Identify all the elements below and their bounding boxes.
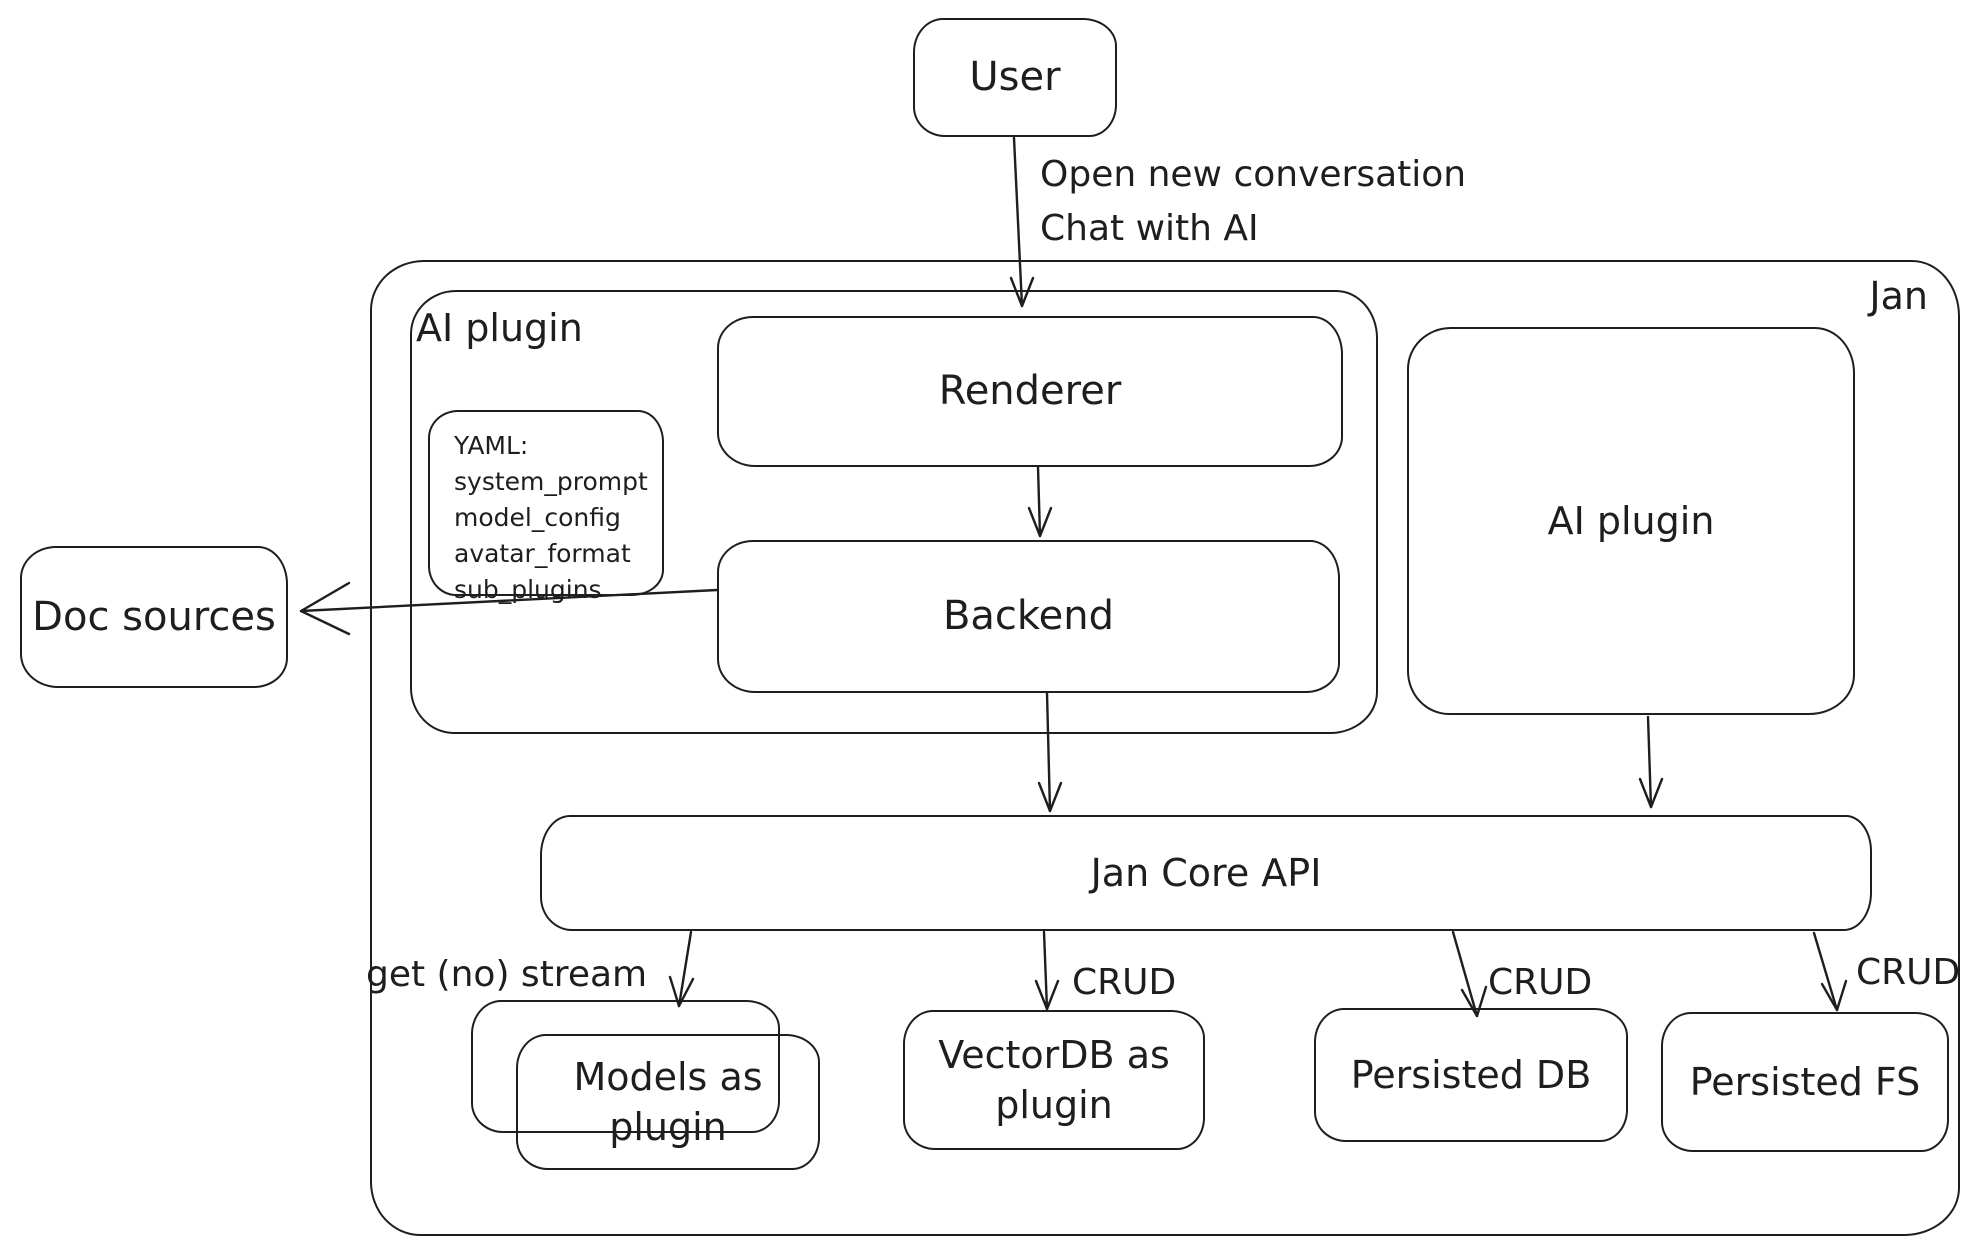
yaml-note-line: YAML: — [454, 431, 529, 460]
edge-label-crud-vectordb: CRUD — [1072, 962, 1177, 1003]
node-user-label: User — [969, 54, 1061, 101]
node-vectordb-as-plugin-label: VectorDB as plugin — [938, 1032, 1170, 1127]
ai-plugin-left-label: AI plugin — [416, 306, 583, 350]
node-backend-label: Backend — [942, 593, 1115, 640]
yaml-note: YAML: system_prompt model_config avatar_… — [428, 410, 664, 604]
node-models-as-plugin-label: Models as plugin — [573, 1054, 763, 1149]
node-persisted-db-label: Persisted DB — [1350, 1052, 1592, 1097]
node-doc-sources-label: Doc sources — [32, 593, 276, 640]
edge-label-crud-persisted-fs: CRUD — [1856, 952, 1961, 993]
yaml-note-line: model_config — [454, 503, 621, 532]
node-user: User — [913, 18, 1117, 137]
node-persisted-fs: Persisted FS — [1661, 1012, 1949, 1152]
yaml-note-line: avatar_format — [454, 539, 631, 568]
node-ai-plugin-right-label: AI plugin — [1547, 498, 1715, 543]
node-ai-plugin-right: AI plugin — [1407, 327, 1855, 715]
ai-plugin-left-container: AI plugin — [410, 290, 1378, 734]
node-backend: Backend — [717, 540, 1340, 693]
jan-container-label: Jan — [1869, 274, 1928, 318]
node-models-as-plugin: Models as plugin — [516, 1034, 820, 1170]
node-persisted-fs-label: Persisted FS — [1689, 1059, 1921, 1104]
node-doc-sources: Doc sources — [20, 546, 288, 688]
node-renderer: Renderer — [717, 316, 1343, 467]
edge-label-crud-persisted-db: CRUD — [1488, 962, 1593, 1003]
node-persisted-db: Persisted DB — [1314, 1008, 1628, 1142]
yaml-note-line: system_prompt — [454, 467, 648, 496]
yaml-note-line: sub_plugins — [454, 575, 602, 604]
node-renderer-label: Renderer — [938, 368, 1122, 415]
node-jan-core-api: Jan Core API — [540, 815, 1872, 931]
node-jan-core-api-label: Jan Core API — [1090, 850, 1322, 895]
node-vectordb-as-plugin: VectorDB as plugin — [903, 1010, 1205, 1150]
edge-label-user-to-renderer: Open new conversation Chat with AI — [1040, 154, 1467, 249]
jan-container: Jan — [370, 260, 1960, 1236]
edge-label-get-no-stream: get (no) stream — [366, 954, 648, 995]
node-models-as-plugin-back — [471, 1000, 780, 1133]
